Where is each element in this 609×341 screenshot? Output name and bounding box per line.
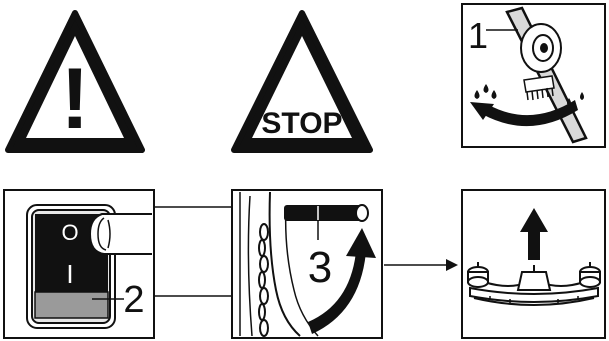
warning-symbol: ! <box>61 51 90 147</box>
callout-label-2: 2 <box>123 279 144 321</box>
panel-tilt-parts: 1 <box>461 3 606 148</box>
up-arrow-icon <box>520 208 548 260</box>
stop-sign: STOP <box>231 10 373 153</box>
panel-lever-chain: 3 <box>231 189 383 339</box>
switch-off-symbol: O <box>61 220 78 245</box>
panel-lift-squeegee <box>461 189 606 339</box>
warning-sign: ! <box>5 10 145 153</box>
switch-on-symbol: I <box>66 259 73 289</box>
callout-label-3: 3 <box>308 243 332 292</box>
flow-arrow-right <box>384 259 458 271</box>
stop-text: STOP <box>261 107 342 140</box>
chain <box>258 223 269 337</box>
callout-label-1: 1 <box>468 15 488 56</box>
panel-power-switch: O I 2 <box>3 189 155 339</box>
